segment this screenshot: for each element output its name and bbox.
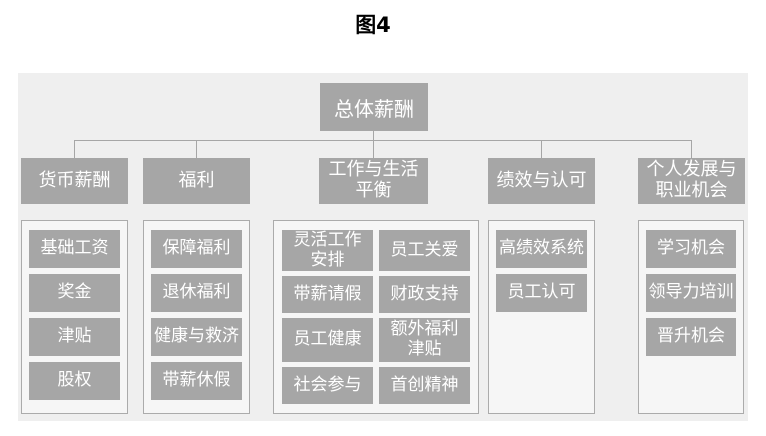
item-financial-support: 财政支持 — [379, 276, 470, 313]
item-employee-recognition: 员工认可 — [496, 274, 587, 312]
item-pioneering-spirit: 首创精神 — [379, 367, 470, 404]
connector-drop-work-life — [373, 140, 374, 158]
item-security-benefits: 保障福利 — [151, 230, 242, 268]
connector-drop-monetary — [74, 140, 75, 158]
item-leadership-training: 领导力培训 — [646, 274, 736, 312]
group-monetary-compensation: 基础工资 奖金 津贴 股权 — [21, 220, 128, 414]
item-retirement-benefits: 退休福利 — [151, 274, 242, 312]
item-flexible-work-arrangement: 灵活工作 安排 — [282, 230, 373, 271]
item-bonus: 奖金 — [29, 274, 120, 312]
connector-root-stem — [373, 131, 374, 140]
item-extra-benefit-allowance: 额外福利 津贴 — [379, 318, 470, 362]
figure-title: 图4 — [355, 13, 391, 37]
item-allowance: 津贴 — [29, 318, 120, 356]
item-promotion-opportunities: 晋升机会 — [646, 318, 736, 356]
connector-drop-performance — [541, 140, 542, 158]
item-equity: 股权 — [29, 362, 120, 400]
item-health-and-relief: 健康与救济 — [151, 318, 242, 356]
connector-bus — [74, 140, 692, 141]
item-base-salary: 基础工资 — [29, 230, 120, 268]
group-performance-recognition: 高绩效系统 员工认可 — [488, 220, 595, 414]
branch-node-benefits: 福利 — [143, 158, 250, 204]
group-work-life-balance: 灵活工作 安排 员工关爱 带薪请假 财政支持 员工健康 额外福利 津贴 社会参与… — [273, 220, 479, 414]
group-benefits: 保障福利 退休福利 健康与救济 带薪休假 — [143, 220, 250, 414]
branch-node-performance-recognition: 绩效与认可 — [488, 158, 595, 204]
item-learning-opportunities: 学习机会 — [646, 230, 736, 268]
connector-drop-development — [691, 140, 692, 158]
branch-node-monetary-compensation: 货币薪酬 — [21, 158, 128, 204]
item-employee-health: 员工健康 — [282, 318, 373, 362]
item-paid-leave: 带薪请假 — [282, 276, 373, 313]
branch-node-personal-development: 个人发展与 职业机会 — [638, 158, 745, 204]
connector-drop-benefits — [196, 140, 197, 158]
group-personal-development: 学习机会 领导力培训 晋升机会 — [638, 220, 744, 414]
item-paid-vacation: 带薪休假 — [151, 362, 242, 400]
item-employee-care: 员工关爱 — [379, 230, 470, 271]
item-social-participation: 社会参与 — [282, 367, 373, 404]
item-high-performance-system: 高绩效系统 — [496, 230, 587, 268]
branch-node-work-life-balance: 工作与生活 平衡 — [319, 158, 428, 204]
root-node-total-compensation: 总体薪酬 — [320, 83, 428, 131]
